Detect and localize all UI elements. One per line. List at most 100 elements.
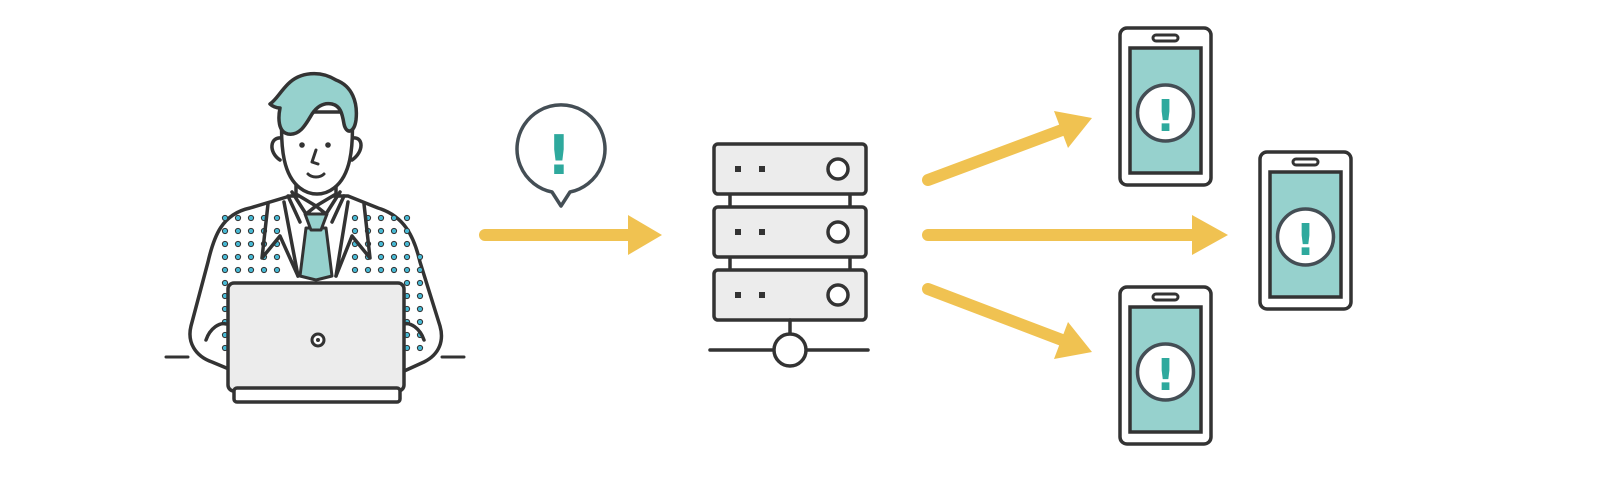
server-led-icon [759, 166, 765, 172]
jacket-dot [221, 279, 229, 287]
server-led-icon [759, 292, 765, 298]
jacket-dot [234, 240, 242, 248]
smartphone-bottom: ! [1118, 285, 1213, 446]
phone-alert-glyph: ! [1295, 215, 1315, 266]
server-power-button-icon [826, 157, 850, 181]
lapel-right [330, 194, 350, 278]
jacket-dot [377, 253, 385, 261]
server-led-icon [735, 229, 741, 235]
smartphone-top: ! [1118, 26, 1213, 187]
jacket-dot [403, 253, 411, 261]
jacket-dot [247, 227, 255, 235]
eye-left [299, 142, 305, 148]
ear-left [270, 136, 284, 162]
jacket-dot [377, 227, 385, 235]
jacket-dot [221, 227, 229, 235]
exclamation-speech-bubble-icon: ! [515, 103, 607, 208]
jacket-dot [351, 214, 359, 222]
mouth [306, 172, 326, 179]
jacket-dot [403, 240, 411, 248]
server-unit-body [712, 142, 868, 196]
tie-icon [298, 226, 334, 282]
arrow-server-to-phone-middle [922, 215, 1228, 255]
jacket-dot [390, 253, 398, 261]
lapel-notch-right [334, 202, 372, 278]
hand-left [204, 321, 228, 342]
jacket-dot [351, 253, 359, 261]
jacket-dot [221, 266, 229, 274]
jacket-dot [364, 266, 372, 274]
lapel-notch-left [260, 202, 300, 278]
jacket-dot [273, 227, 281, 235]
jacket-dot [390, 240, 398, 248]
laptop-base [232, 386, 402, 404]
server-led-icon [735, 166, 741, 172]
jacket-dot [403, 214, 411, 222]
arrow-server-to-phone-bottom [922, 283, 1092, 359]
speech-bubble-outline [515, 103, 607, 208]
jacket-dot [416, 305, 424, 313]
phone-speaker-icon [1151, 292, 1180, 302]
jacket-dot [403, 279, 411, 287]
jacket-dot [416, 292, 424, 300]
jacket-dot [234, 253, 242, 261]
receiver-phones: !!! [1118, 26, 1353, 446]
jacket-dot [351, 227, 359, 235]
jacket-dot [377, 240, 385, 248]
bubble-alert-glyph: ! [547, 124, 572, 187]
tie-knot [303, 212, 329, 232]
jacket-dot [247, 266, 255, 274]
jacket-dot [390, 214, 398, 222]
jacket-dot [247, 214, 255, 222]
jacket-dot [273, 214, 281, 222]
jacket-dot [416, 279, 424, 287]
alert-badge-icon [1275, 207, 1336, 267]
jacket-dot [247, 240, 255, 248]
jacket-dot [416, 266, 424, 274]
phone-alert-glyph: ! [1155, 91, 1175, 142]
jacket-dot [416, 253, 424, 261]
server-power-button-icon [826, 220, 850, 244]
jacket-dot [273, 266, 281, 274]
network-node-icon [772, 332, 808, 368]
jacket-dot [260, 266, 268, 274]
jacket-dot [390, 227, 398, 235]
jacket-dot [390, 266, 398, 274]
arrow-sender-to-server [479, 215, 662, 255]
alert-badge-icon [1135, 342, 1196, 402]
phone-speaker-icon [1151, 33, 1180, 43]
server-led-icon [759, 229, 765, 235]
server-power-button-icon [826, 283, 850, 307]
jacket-dot [403, 266, 411, 274]
server-unit-3 [712, 268, 868, 322]
arrow-server-to-phone-top [922, 111, 1092, 186]
alert-badge-icon [1135, 83, 1196, 143]
jacket-dot [234, 227, 242, 235]
jacket-dot [273, 253, 281, 261]
server-unit-body [712, 205, 868, 259]
server-led-icon [735, 292, 741, 298]
server-unit-1 [712, 142, 868, 196]
laptop-logo-dot [316, 338, 320, 342]
lapel-left [282, 194, 302, 278]
jacket-dot [234, 266, 242, 274]
jacket-dot [416, 318, 424, 326]
eye-right [325, 142, 331, 148]
hair [268, 71, 359, 136]
jacket-dot [247, 253, 255, 261]
person-at-laptop-icon [164, 71, 466, 404]
flow-arrows [479, 111, 1228, 359]
jacket-dot [377, 266, 385, 274]
jacket-dot [377, 214, 385, 222]
phone-alert-glyph: ! [1155, 350, 1175, 401]
jacket-dot [221, 214, 229, 222]
jacket-dot [221, 240, 229, 248]
jacket-dot [403, 227, 411, 235]
jacket-dot [416, 344, 424, 352]
jacket-dot [351, 266, 359, 274]
server-unit-2 [712, 205, 868, 259]
jacket-dot [234, 214, 242, 222]
phone-speaker-icon [1291, 157, 1320, 167]
